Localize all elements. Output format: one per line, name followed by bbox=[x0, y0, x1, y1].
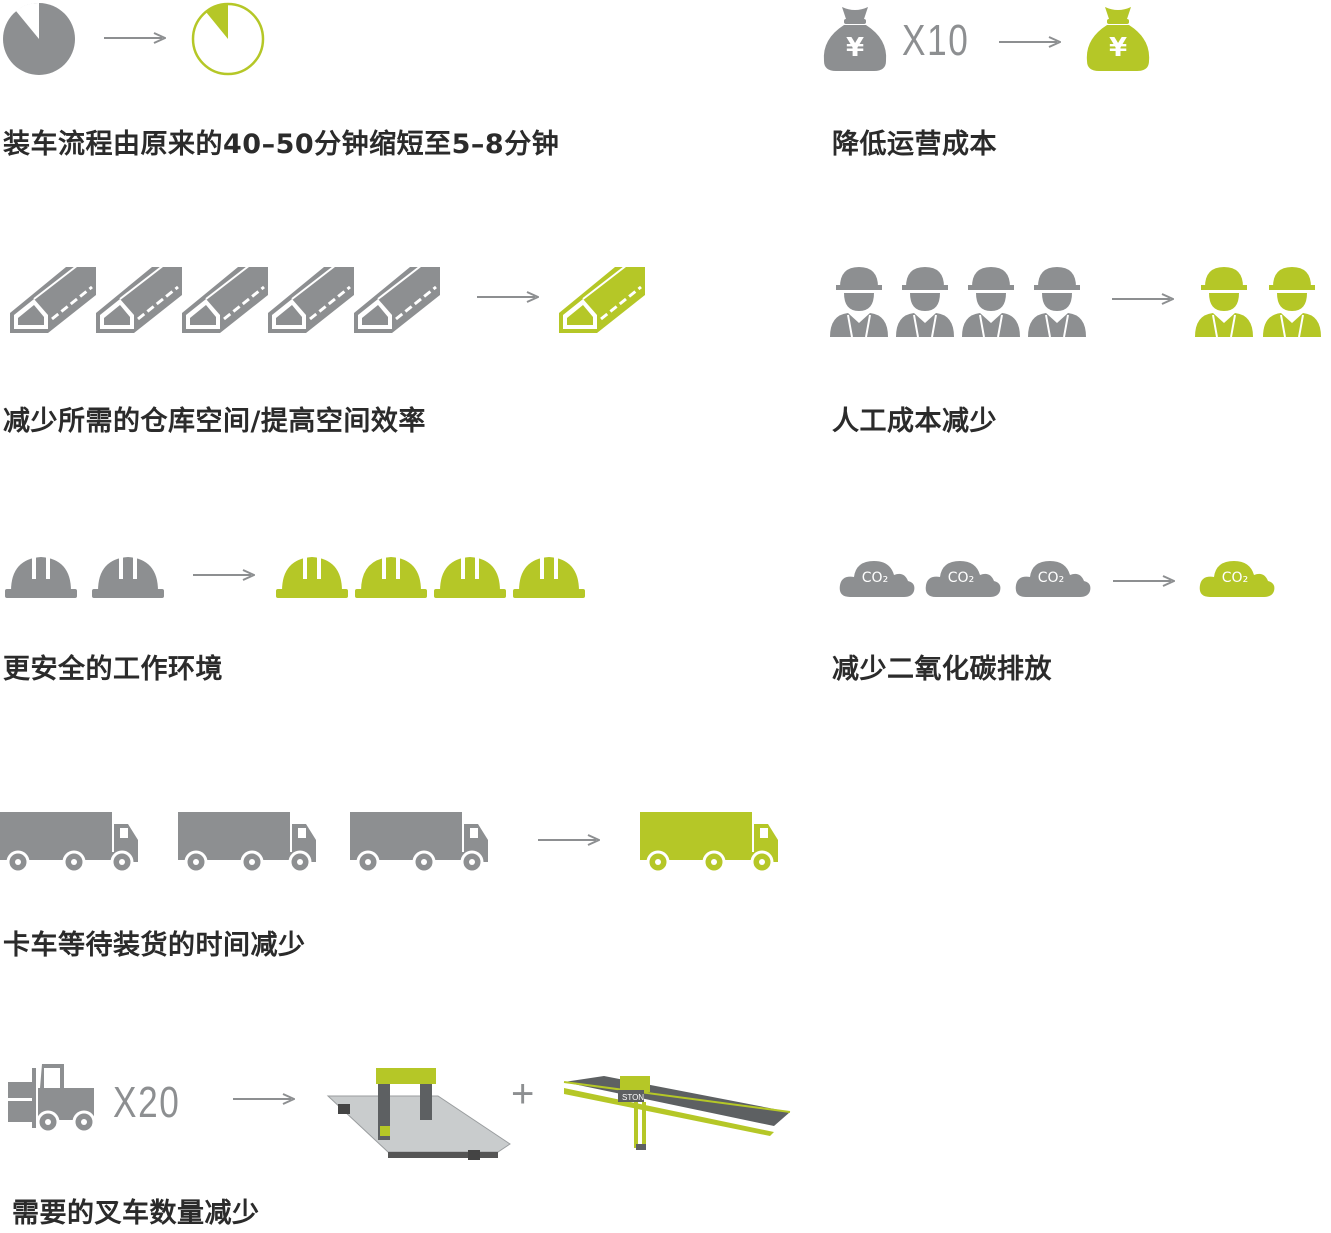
money-bag-before-icon: ¥ bbox=[822, 5, 888, 73]
co2-cloud-green-icon: CO₂ bbox=[1198, 557, 1276, 601]
caption-operating-cost: 降低运营成本 bbox=[832, 129, 997, 160]
warehouse-icon bbox=[94, 265, 184, 335]
truck-icon bbox=[0, 812, 138, 874]
helmet-green-icon bbox=[513, 555, 585, 599]
machine-brand-label: STON bbox=[622, 1093, 644, 1102]
plus-sign: + bbox=[511, 1072, 535, 1116]
caption-co2: 减少二氧化碳排放 bbox=[832, 654, 1052, 685]
arrow-icon bbox=[233, 1093, 295, 1105]
worker-icon bbox=[830, 263, 888, 337]
worker-icon bbox=[1028, 263, 1086, 337]
helmet-icon bbox=[92, 555, 164, 599]
caption-safety: 更安全的工作环境 bbox=[3, 654, 223, 685]
warehouse-green-icon bbox=[557, 265, 647, 335]
arrow-icon bbox=[1113, 575, 1175, 587]
worker-icon bbox=[896, 263, 954, 337]
arrow-icon bbox=[193, 569, 255, 581]
caption-forklift-count: 需要的叉车数量减少 bbox=[12, 1198, 260, 1229]
caption-warehouse-space: 减少所需的仓库空间/提高空间效率 bbox=[3, 406, 426, 437]
warehouse-icon bbox=[266, 265, 356, 335]
caption-truck-wait: 卡车等待装货的时间减少 bbox=[3, 930, 306, 961]
arrow-icon bbox=[104, 32, 166, 44]
warehouse-icon bbox=[352, 265, 442, 335]
helmet-green-icon bbox=[276, 555, 348, 599]
arrow-icon bbox=[999, 36, 1061, 48]
worker-green-icon bbox=[1263, 263, 1321, 337]
worker-icon bbox=[962, 263, 1020, 337]
arrow-icon bbox=[538, 834, 600, 846]
helmet-green-icon bbox=[355, 555, 427, 599]
co2-cloud-icon: CO₂ bbox=[838, 557, 916, 601]
truck-icon bbox=[178, 812, 316, 874]
truck-green-icon bbox=[640, 812, 778, 874]
helmet-green-icon bbox=[434, 555, 506, 599]
arrow-icon bbox=[477, 291, 539, 303]
gantry-loader-machine-image bbox=[326, 1068, 511, 1160]
truck-icon bbox=[350, 812, 488, 874]
co2-cloud-icon: CO₂ bbox=[1014, 557, 1092, 601]
multiplier-x10: X10 bbox=[902, 16, 970, 65]
warehouse-icon bbox=[8, 265, 98, 335]
co2-cloud-icon: CO₂ bbox=[924, 557, 1002, 601]
helmet-icon bbox=[5, 555, 77, 599]
clock-pie-after-icon bbox=[191, 2, 265, 76]
caption-loading-time: 装车流程由原来的40–50分钟缩短至5–8分钟 bbox=[3, 129, 560, 160]
multiplier-x20: X20 bbox=[113, 1078, 181, 1127]
caption-labor-cost: 人工成本减少 bbox=[832, 406, 997, 437]
arrow-icon bbox=[1112, 293, 1174, 305]
money-bag-after-icon: ¥ bbox=[1085, 5, 1151, 73]
warehouse-icon bbox=[180, 265, 270, 335]
clock-pie-before-icon bbox=[3, 2, 75, 75]
worker-green-icon bbox=[1195, 263, 1253, 337]
bridge-crane-machine-image: STON bbox=[563, 1076, 791, 1150]
forklift-icon bbox=[6, 1064, 96, 1134]
